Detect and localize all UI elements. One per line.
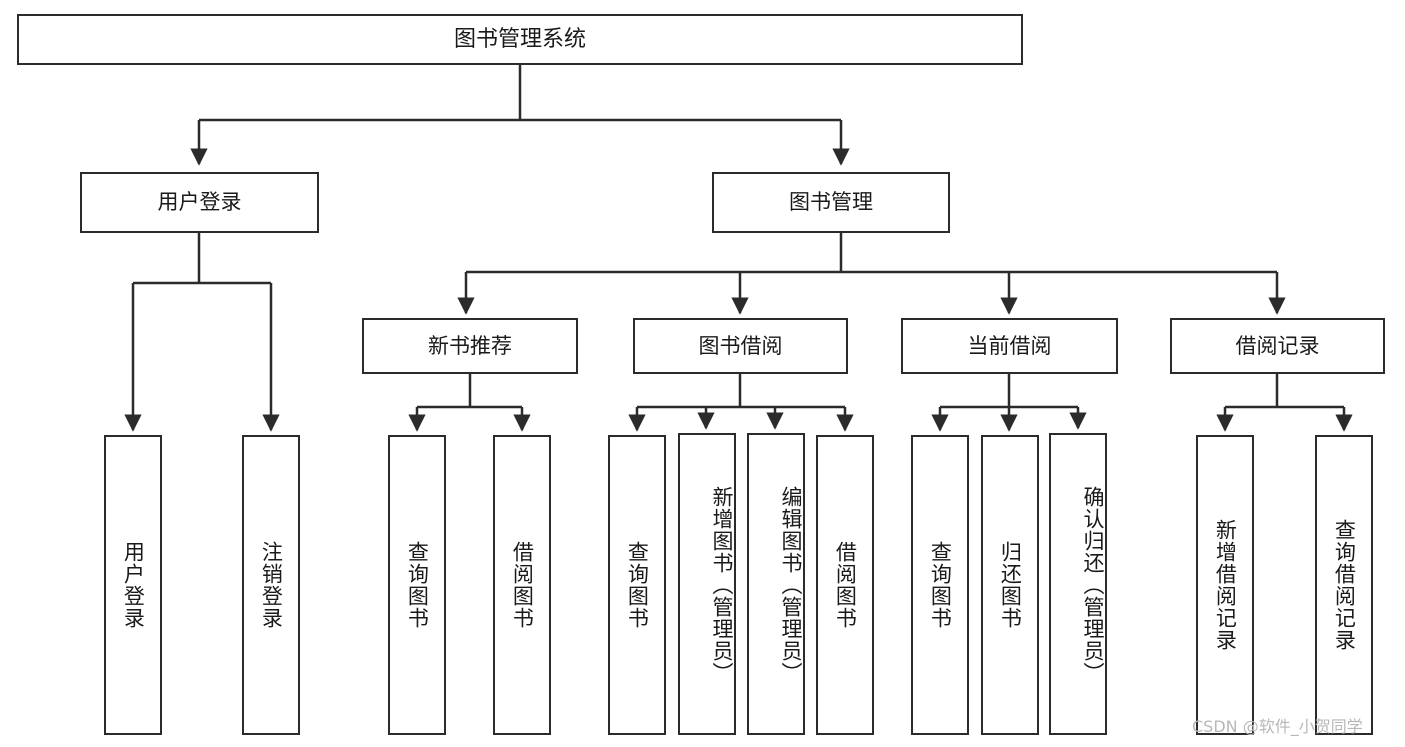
csdn-watermark: CSDN @软件_小贺同学 — [1192, 717, 1363, 736]
node-leaf-query-book-2[interactable]: 查询图书 — [608, 435, 666, 735]
node-book-borrow[interactable]: 图书借阅 — [633, 318, 848, 374]
node-leaf-edit-book[interactable]: 编辑图书（管理员） — [747, 433, 805, 735]
node-leaf-borrow-book-2[interactable]: 借阅图书 — [816, 435, 874, 735]
node-leaf-borrow-book-1[interactable]: 借阅图书 — [493, 435, 551, 735]
node-leaf-add-record[interactable]: 新增借阅记录 — [1196, 435, 1254, 735]
node-leaf-user-logout[interactable]: 注销登录 — [242, 435, 300, 735]
node-root[interactable]: 图书管理系统 — [17, 14, 1023, 65]
node-borrow-record[interactable]: 借阅记录 — [1170, 318, 1385, 374]
node-leaf-add-book[interactable]: 新增图书（管理员） — [678, 433, 736, 735]
node-leaf-user-login[interactable]: 用户登录 — [104, 435, 162, 735]
node-new-book-recommend[interactable]: 新书推荐 — [362, 318, 578, 374]
node-user-login[interactable]: 用户登录 — [80, 172, 319, 233]
node-current-borrow[interactable]: 当前借阅 — [901, 318, 1118, 374]
node-leaf-query-book-1[interactable]: 查询图书 — [388, 435, 446, 735]
node-leaf-query-book-3[interactable]: 查询图书 — [911, 435, 969, 735]
node-book-management[interactable]: 图书管理 — [712, 172, 950, 233]
node-leaf-query-record[interactable]: 查询借阅记录 — [1315, 435, 1373, 735]
node-leaf-return-book[interactable]: 归还图书 — [981, 435, 1039, 735]
node-leaf-confirm-return[interactable]: 确认归还（管理员） — [1049, 433, 1107, 735]
